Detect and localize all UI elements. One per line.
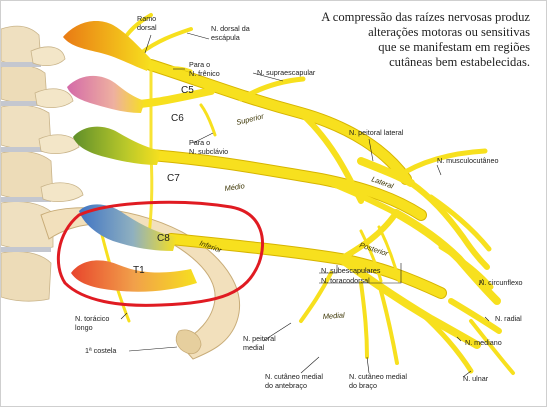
label-peitoral-medial-2: medial bbox=[243, 343, 265, 352]
c7-root bbox=[73, 126, 161, 165]
highlight-ring bbox=[56, 200, 265, 307]
caption-line-3: que se manifestam em regiões bbox=[378, 40, 530, 54]
label-para-frenico-1: Para o bbox=[189, 60, 210, 69]
label-dorsal-escapula-1: N. dorsal da bbox=[211, 24, 250, 33]
caption-line-4: cutâneas bem estabelecidas. bbox=[389, 55, 530, 69]
label-cutaneo-antebraco-2: do antebraço bbox=[265, 381, 307, 390]
caption-block: A compressão das raízes nervosas produz … bbox=[321, 10, 530, 69]
label-radial: N. radial bbox=[495, 314, 522, 323]
label-toracico-longo-2: longo bbox=[75, 323, 93, 332]
caption-line-2: alterações motoras ou sensitivas bbox=[368, 25, 530, 39]
label-cutaneo-antebraco-1: N. cutâneo medial bbox=[265, 372, 323, 381]
cord-medial-label: Medial bbox=[323, 310, 346, 321]
label-dorsal-escapula-2: escápula bbox=[211, 33, 240, 42]
label-toracico-longo-1: N. torácico bbox=[75, 314, 109, 323]
label-cutaneo-braco-1: N. cutâneo medial bbox=[349, 372, 407, 381]
leader-lines bbox=[120, 32, 490, 378]
label-supraescapular: N. supraescapular bbox=[257, 68, 316, 77]
root-label-c8: C8 bbox=[157, 233, 170, 244]
label-ramo-dorsal-2: dorsal bbox=[137, 23, 157, 32]
root-label-c7: C7 bbox=[167, 173, 180, 184]
label-cutaneo-braco-2: do braço bbox=[349, 381, 377, 390]
label-musculocutaneo: N. musculocutâneo bbox=[437, 156, 499, 165]
label-para-subclavio-1: Para o bbox=[189, 138, 210, 147]
nerve-roots bbox=[63, 21, 197, 292]
t1-root bbox=[71, 260, 197, 292]
nerve-labels: Ramo dorsal N. dorsal da escápula Para o… bbox=[75, 14, 523, 390]
root-label-c6: C6 bbox=[171, 113, 184, 124]
c8-root bbox=[79, 204, 177, 251]
label-subescapulares: N. subescapulares bbox=[321, 266, 381, 275]
label-para-frenico-2: N. frênico bbox=[189, 69, 220, 78]
root-label-c5: C5 bbox=[181, 85, 194, 96]
trunk-superior-label: Superior bbox=[235, 111, 265, 127]
label-circunflexo: N. circunflexo bbox=[479, 278, 523, 287]
c6-root bbox=[67, 75, 145, 113]
label-primeira-costela: 1ª costela bbox=[85, 346, 116, 355]
label-peitoral-lateral: N. peitoral lateral bbox=[349, 128, 404, 137]
label-ulnar: N. ulnar bbox=[463, 374, 489, 383]
caption-line-1: A compressão das raízes nervosas produz bbox=[321, 10, 530, 24]
label-peitoral-medial-1: N. peitoral bbox=[243, 334, 276, 343]
label-toracodorsal: N. toracodorsal bbox=[321, 276, 370, 285]
trunk-medio-label: Médio bbox=[224, 181, 245, 193]
label-mediano: N. mediano bbox=[465, 338, 502, 347]
vertebral-column bbox=[1, 25, 84, 302]
root-label-t1: T1 bbox=[133, 265, 145, 276]
label-para-subclavio-2: N. subclávio bbox=[189, 147, 228, 156]
c5-root bbox=[63, 21, 151, 71]
label-ramo-dorsal-1: Ramo bbox=[137, 14, 156, 23]
